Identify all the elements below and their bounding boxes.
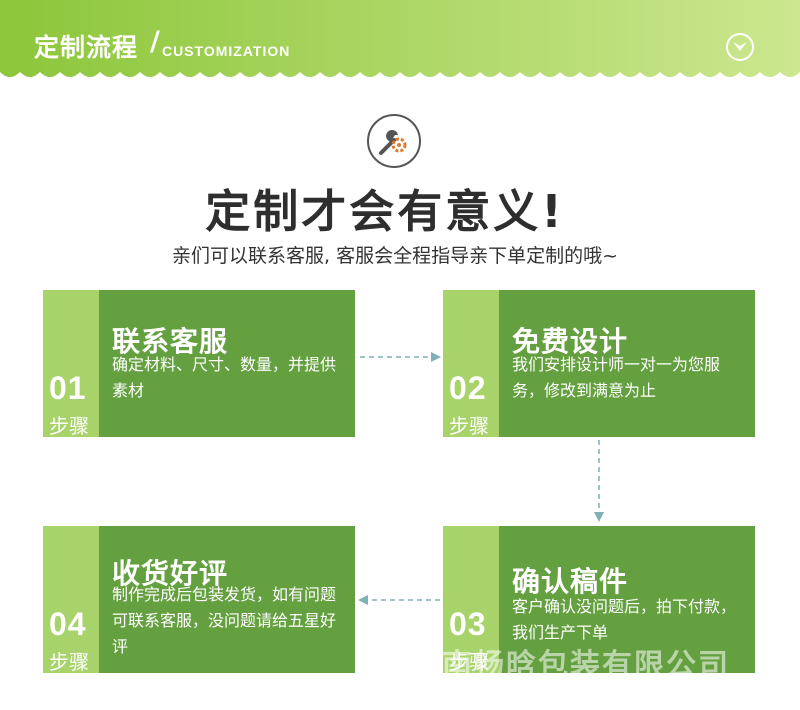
step-card-4: 04 步骤 收货好评 制作完成后包装发货，如有问题可联系客服，没问题请给五星好评 [43, 526, 355, 674]
step-description: 我们安排设计师一对一为您服务，修改到满意为止 [512, 355, 721, 400]
step-card-2: 02 步骤 免费设计 我们安排设计师一对一为您服务，修改到满意为止 [443, 290, 755, 438]
step-content: 收货好评 制作完成后包装发货，如有问题可联系客服，没问题请给五星好评 [99, 526, 355, 673]
chevron-down-circle-icon [726, 33, 754, 61]
step-badge: 04 步骤 [43, 526, 99, 674]
header-banner: 定制流程 / CUSTOMIZATION [0, 0, 800, 92]
banner-slash: / [150, 26, 160, 57]
step-content: 确认稿件 客户确认没问题后，拍下付款，我们生产下单 [499, 526, 755, 673]
step-number: 02 [449, 370, 487, 406]
step-badge: 01 步骤 [43, 290, 99, 438]
step-badge: 02 步骤 [443, 290, 499, 438]
step-content: 免费设计 我们安排设计师一对一为您服务，修改到满意为止 [499, 290, 755, 437]
step-number: 04 [49, 606, 87, 642]
step-title: 收货好评 [112, 557, 229, 590]
step-label: 步骤 [49, 650, 89, 674]
banner-subtitle: CUSTOMIZATION [162, 43, 291, 59]
watermark: 南畅晗包装有限公司 [442, 648, 730, 680]
arrow-head-right [431, 352, 441, 362]
banner-title: 定制流程 [34, 33, 139, 62]
subline: 亲们可以联系客服, 客服会全程指导亲下单定制的哦~ [171, 245, 618, 267]
step-label: 步骤 [49, 414, 89, 438]
step-badge: 03 步骤 [443, 526, 499, 674]
step-label: 步骤 [449, 414, 489, 438]
step-label: 步骤 [449, 650, 489, 674]
step-title: 免费设计 [512, 325, 629, 358]
step-description: 确定材料、尺寸、数量，并提供素材 [112, 355, 337, 400]
banner-wave-background [0, 0, 800, 77]
step-card-1: 01 步骤 联系客服 确定材料、尺寸、数量，并提供素材 [43, 290, 355, 438]
arrow-head-left [358, 595, 368, 605]
step-description: 制作完成后包装发货，如有问题可联系客服，没问题请给五星好评 [112, 585, 337, 656]
headline: 定制才会有意义! [205, 185, 565, 238]
arrow-head-down [594, 512, 604, 522]
step-title: 联系客服 [112, 325, 229, 358]
step-number: 01 [49, 370, 87, 406]
tools-gear-icon [367, 114, 421, 168]
step-number: 03 [449, 606, 487, 642]
step-description: 客户确认没问题后，拍下付款，我们生产下单 [512, 597, 737, 642]
step-content: 联系客服 确定材料、尺寸、数量，并提供素材 [99, 290, 355, 437]
step-title: 确认稿件 [512, 565, 629, 598]
step-card-3: 03 步骤 确认稿件 客户确认没问题后，拍下付款，我们生产下单 [443, 526, 755, 674]
